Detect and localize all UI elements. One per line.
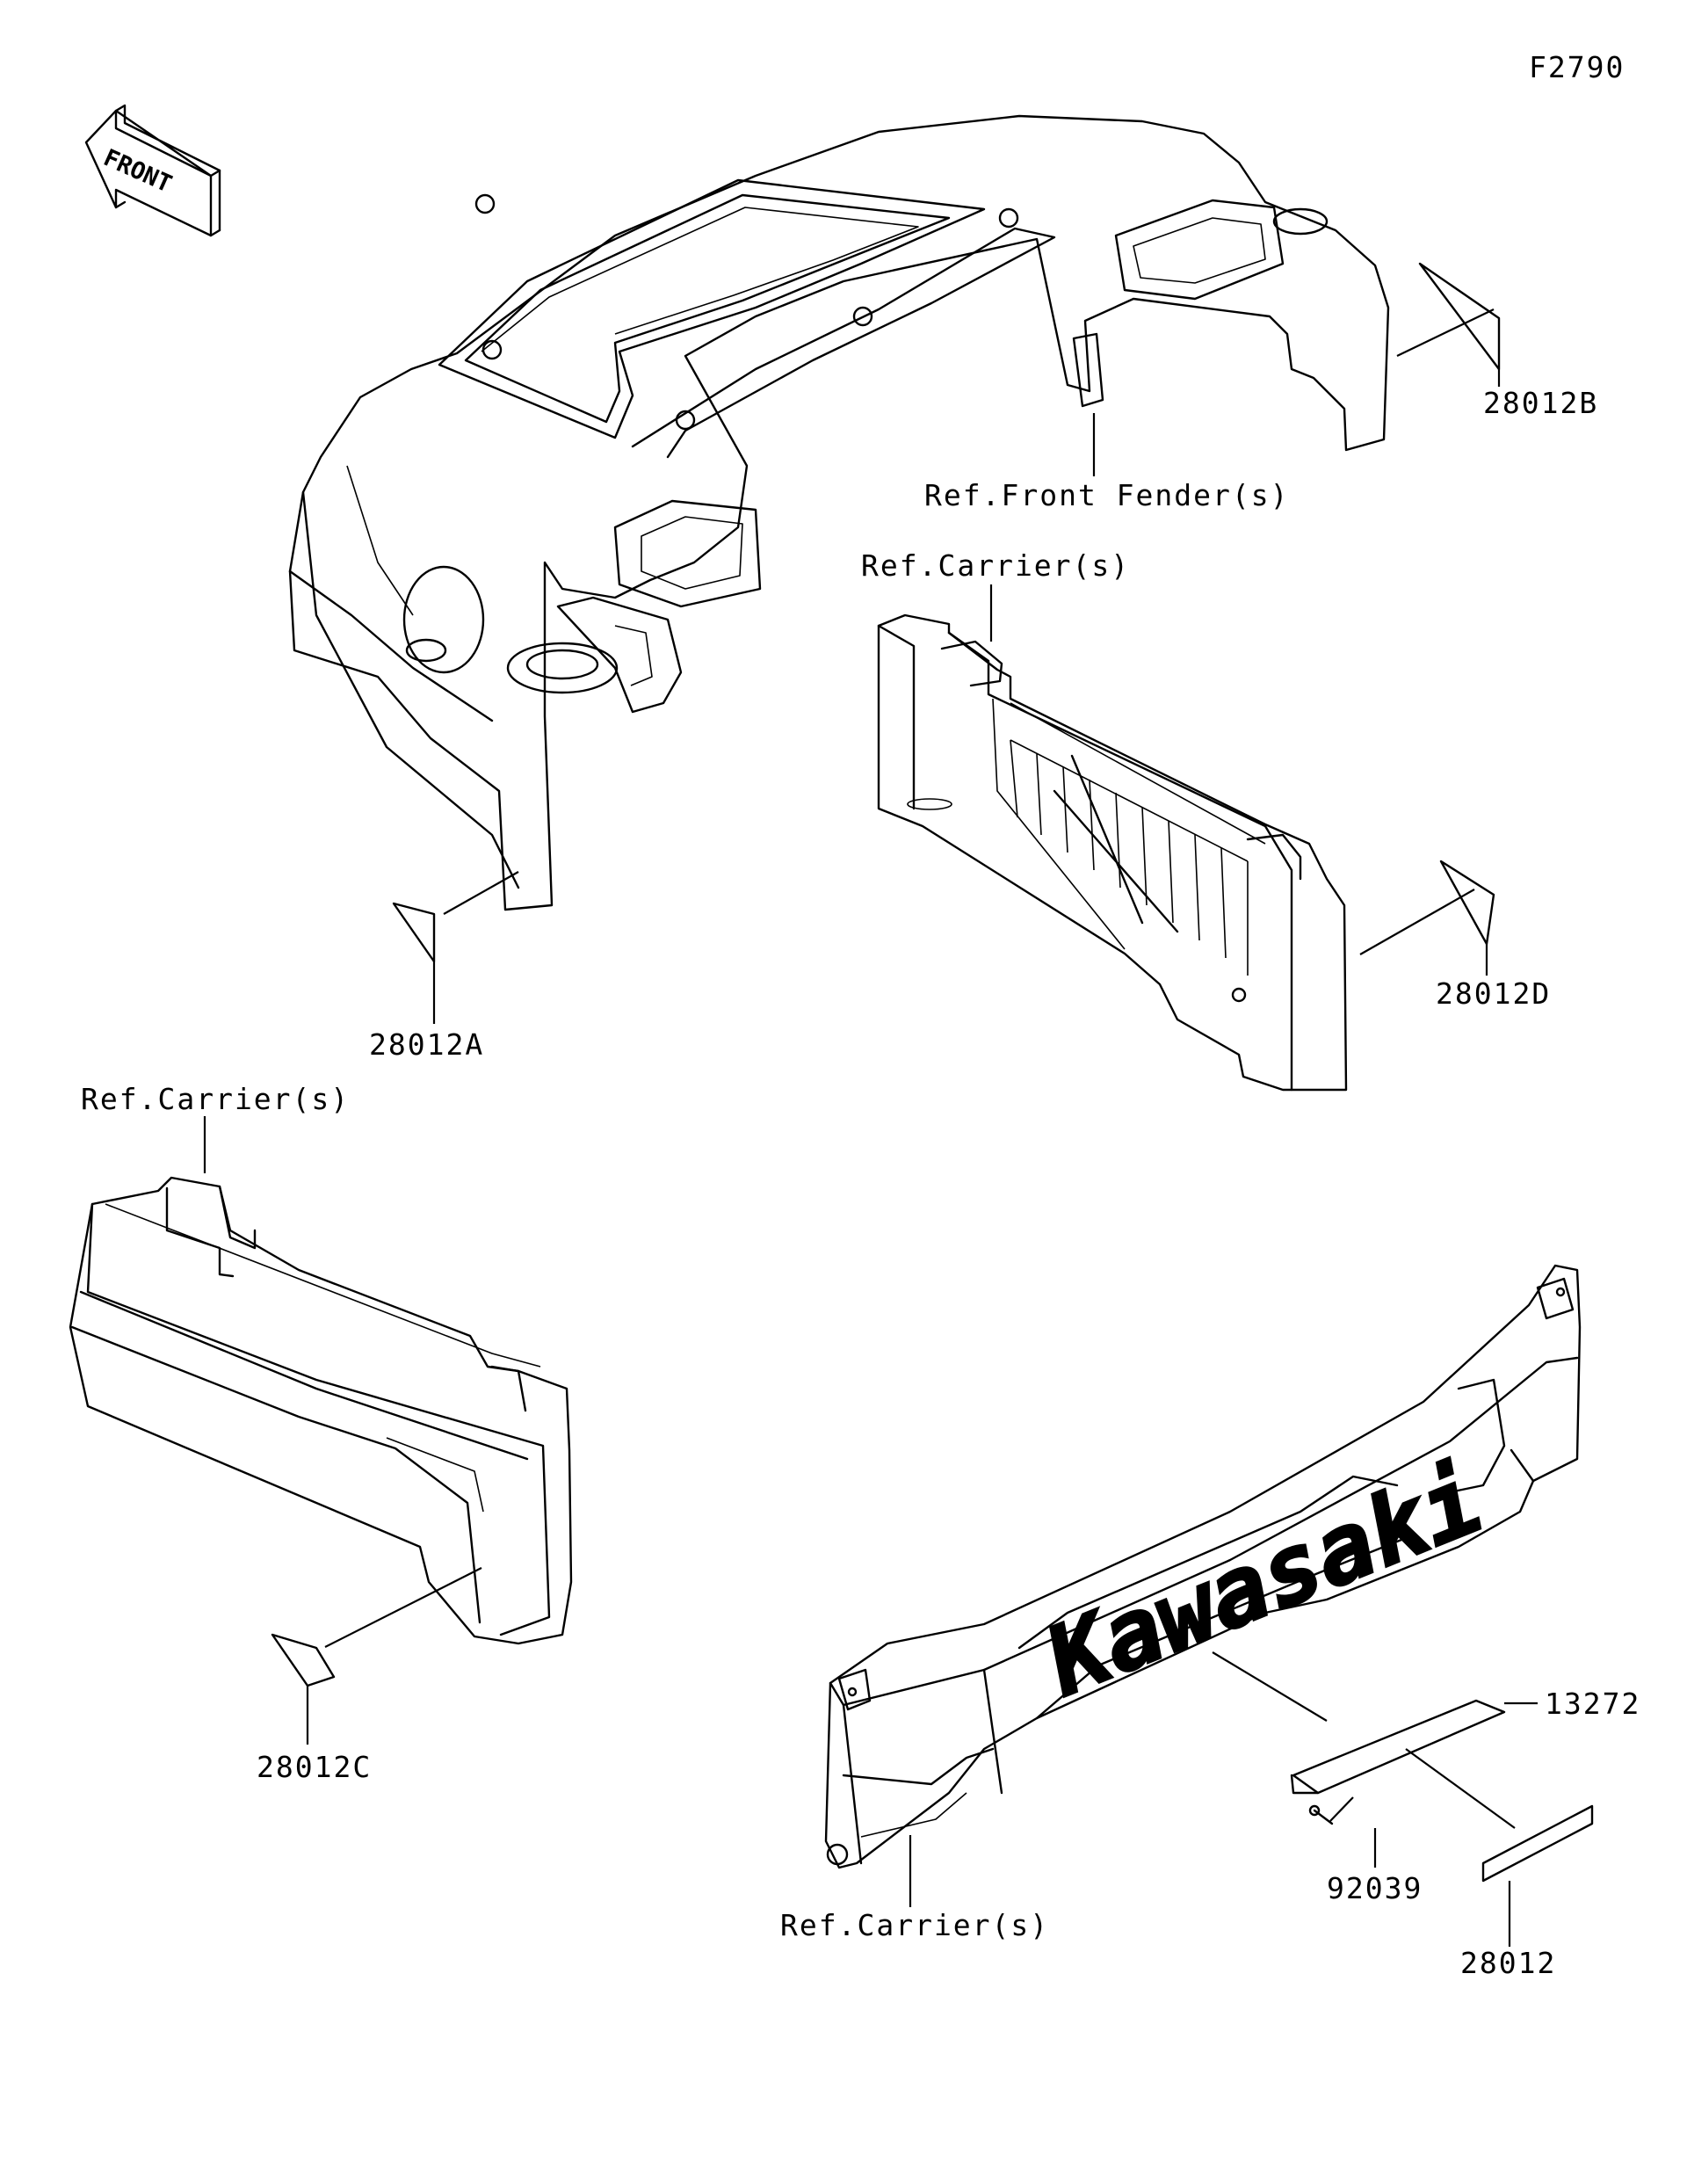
label-28012: 28012 [1460,1946,1556,1980]
label-28012A: 28012A [369,1027,484,1062]
label-decal-28012B: 28012B [1396,262,1598,420]
label-28012C: 28012C [257,1750,372,1784]
label-28012B: 28012B [1483,386,1598,420]
figure-id: F2790 [1529,50,1625,84]
carrier-side-panel-right [877,613,1348,1092]
carrier-side-panel-left [69,1176,573,1645]
label-13272: 13272 [1545,1687,1640,1721]
label-carrier-top: Ref.Carrier(s) [861,548,1130,583]
label-decal-28012A: 28012A [369,871,519,1062]
part-13272-bracket: 13272 [1212,1651,1640,1829]
label-carrier-bottom: Ref.Carrier(s) [780,1908,1049,1942]
label-front-fender: Ref.Front Fender(s) [924,478,1290,512]
front-fender-assembly [288,114,1390,911]
label-decal-28012: 28012 [1460,1804,1594,1980]
label-92039: 92039 [1327,1871,1423,1905]
label-decal-28012C: 28012C [257,1567,482,1784]
front-arrow-icon: FRONT [84,104,221,237]
tailgate-panel: Kawasaki [824,1264,1582,1869]
label-carrier-left: Ref.Carrier(s) [81,1082,350,1116]
label-decal-28012D: 28012D [1359,860,1551,1011]
label-28012D: 28012D [1436,976,1551,1011]
part-92039-screw: 92039 [1308,1796,1423,1905]
